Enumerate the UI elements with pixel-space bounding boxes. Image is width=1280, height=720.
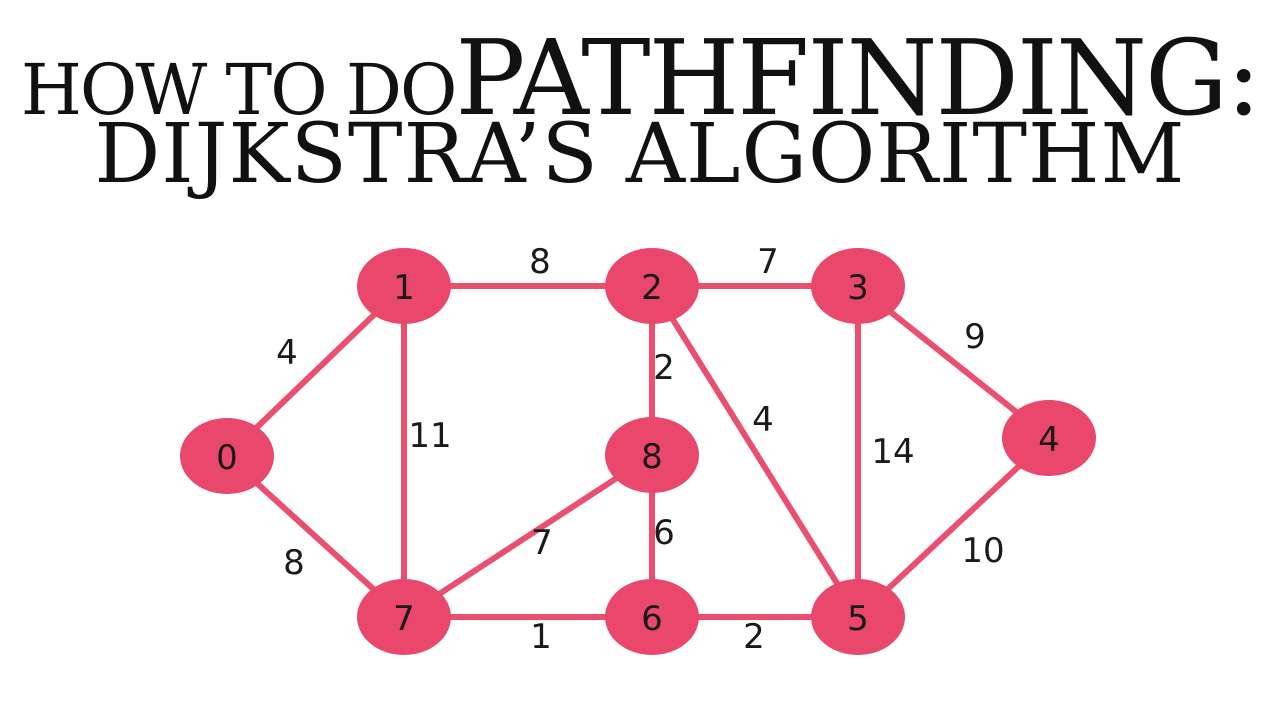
edge-weight-3-5: 14 [871,432,914,472]
edge-weight-6-8: 6 [653,513,675,553]
node-1: 1 [357,248,451,324]
edge-weight-3-4: 9 [964,317,986,357]
node-label-5: 5 [847,599,869,639]
node-label-3: 3 [847,268,869,308]
edge-weights-layer: 4 8 8 11 7 2 4 9 14 10 2 1 6 7 [276,242,1004,657]
node-circle-6 [605,579,699,655]
edge-7-8 [401,452,655,620]
edge-weight-2-8: 2 [653,348,675,388]
edge-weight-4-5: 10 [961,531,1004,571]
node-circle-5 [811,579,905,655]
node-label-0: 0 [216,438,238,478]
node-circle-0 [180,418,274,494]
node-label-8: 8 [641,437,663,477]
title-line-2: DIJKSTRA’S ALGORITHM [94,107,1186,202]
title-prefix: HOW TO DO [20,49,457,131]
node-label-2: 2 [641,268,663,308]
edge-weight-5-6: 2 [743,617,765,657]
title-line-1: HOW TO DOPATHFINDING: [0,26,1280,130]
node-circle-7 [357,579,451,655]
node-circle-3 [811,248,905,324]
edge-weight-2-5: 4 [752,400,774,440]
node-6: 6 [605,579,699,655]
edge-weight-7-8: 7 [531,523,553,563]
node-4: 4 [1002,400,1096,476]
node-label-6: 6 [641,599,663,639]
node-label-4: 4 [1038,420,1060,460]
node-label-1: 1 [393,268,415,308]
edge-weight-2-3: 7 [757,242,779,282]
node-8: 8 [605,417,699,493]
edge-weight-1-2: 8 [529,242,551,282]
node-2: 2 [605,248,699,324]
node-5: 5 [811,579,905,655]
node-circle-8 [605,417,699,493]
edge-weight-1-7: 11 [408,416,451,456]
node-3: 3 [811,248,905,324]
node-circle-2 [605,248,699,324]
nodes-layer: 0 1 2 3 4 5 6 7 8 [180,248,1096,655]
edge-2-5 [649,283,861,620]
title-main: PATHFINDING: [455,17,1261,139]
node-circle-1 [357,248,451,324]
edge-weight-0-1: 4 [276,333,298,373]
edge-weight-6-7: 1 [530,617,552,657]
node-0: 0 [180,418,274,494]
edge-4-5 [855,435,1052,620]
edge-weight-0-7: 8 [283,543,305,583]
node-7: 7 [357,579,451,655]
node-label-7: 7 [393,599,415,639]
node-circle-4 [1002,400,1096,476]
